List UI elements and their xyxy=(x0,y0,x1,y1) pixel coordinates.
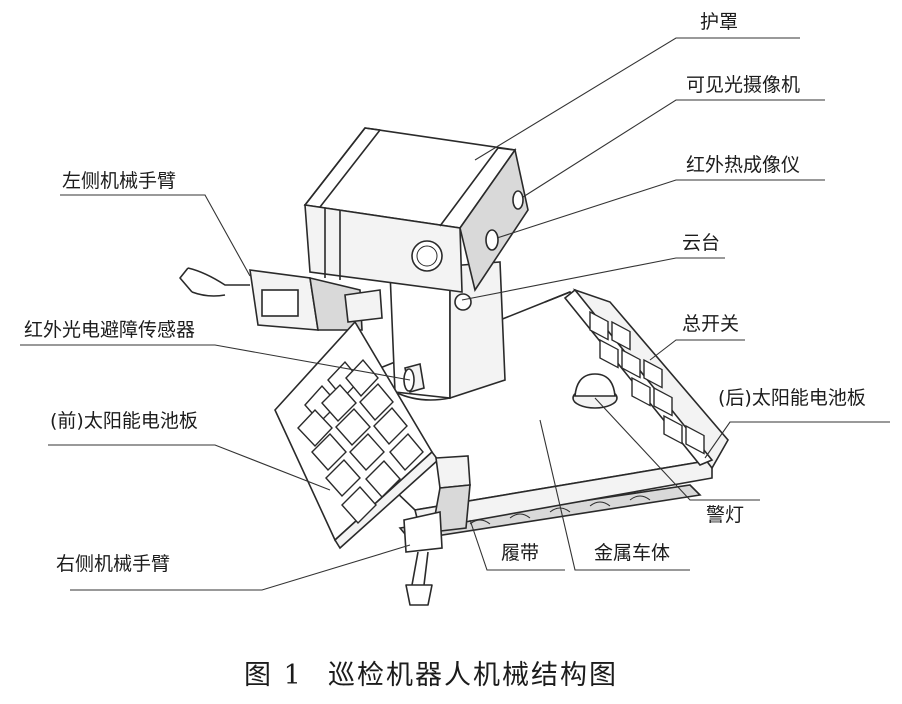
label-pan-tilt: 云台 xyxy=(682,232,720,254)
right-arm-drawing xyxy=(403,455,471,606)
front-panel-drawing xyxy=(274,320,440,550)
label-main-switch: 总开关 xyxy=(682,313,739,335)
label-right-arm: 右侧机械手臂 xyxy=(56,553,170,575)
leader-lines xyxy=(20,37,890,591)
caption-title: 巡检机器人机械结构图 xyxy=(328,660,618,691)
figure-caption: 图 1 巡检机器人机械结构图 xyxy=(244,660,618,691)
ir-sensor-drawing xyxy=(403,363,425,394)
label-visible-camera: 可见光摄像机 xyxy=(686,74,800,96)
label-metal-body: 金属车体 xyxy=(594,542,670,564)
label-ir-sensor: 红外光电避障传感器 xyxy=(24,319,195,341)
rear-panel-drawing xyxy=(563,288,729,470)
label-track: 履带 xyxy=(501,542,539,564)
left-arm-drawing xyxy=(179,267,383,331)
label-front-panel: (前)太阳能电池板 xyxy=(50,410,198,432)
hood-drawing xyxy=(303,127,529,293)
label-ir-imager: 红外热成像仪 xyxy=(686,154,800,176)
robot-drawing xyxy=(179,127,729,606)
label-warning-light: 警灯 xyxy=(706,504,744,526)
labels: 护罩 可见光摄像机 红外热成像仪 左侧机械手臂 云台 总开关 红外光电避障传感器… xyxy=(24,11,866,575)
pan-tilt-drawing xyxy=(389,261,506,401)
label-hood: 护罩 xyxy=(700,11,738,33)
label-rear-panel: (后)太阳能电池板 xyxy=(718,387,866,409)
caption-figure-number: 图 1 xyxy=(244,660,303,691)
label-left-arm: 左侧机械手臂 xyxy=(62,170,176,192)
